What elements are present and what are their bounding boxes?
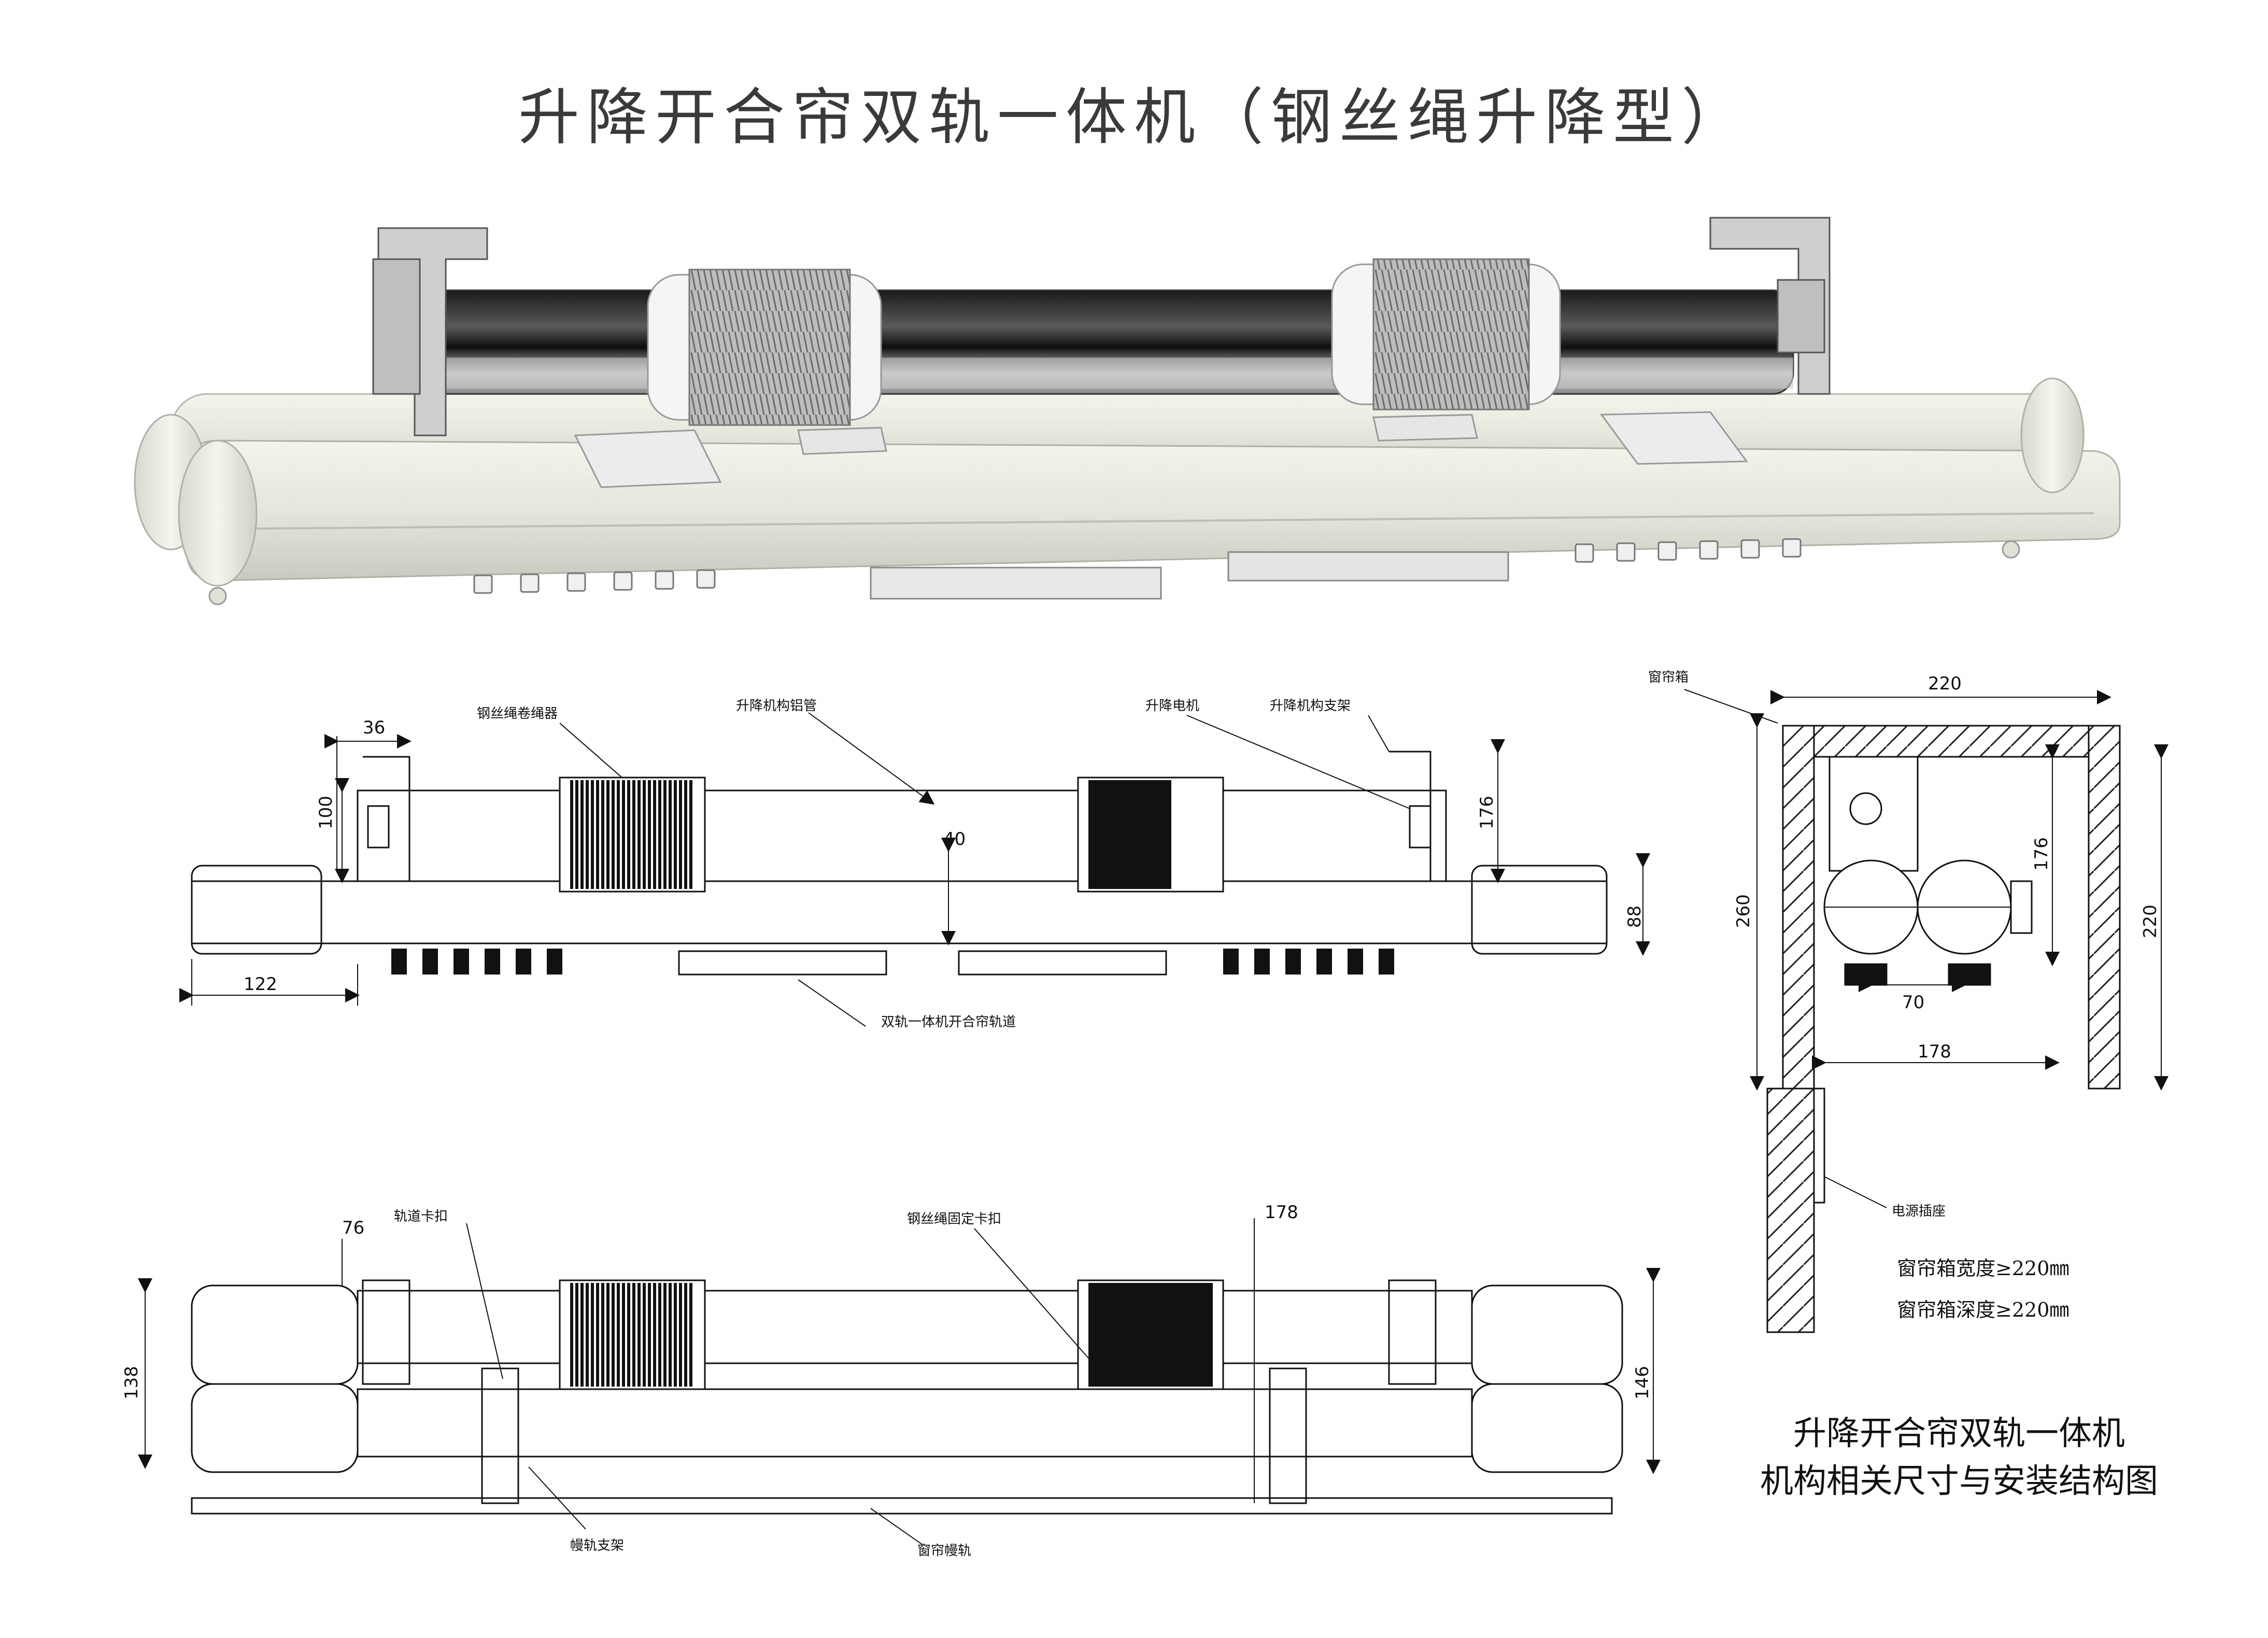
dim-88: 88 [1624, 906, 1645, 928]
runner-hooks-right [1575, 538, 1802, 563]
dim-176-side: 176 [2031, 837, 2052, 871]
label-curtain-box: 窗帘箱 [1648, 670, 1689, 685]
caption-line-2: 机构相关尺寸与安装结构图 [1760, 1462, 2158, 1501]
label-valance-bracket: 幔轨支架 [570, 1538, 624, 1554]
dim-178-top: 178 [1265, 1202, 1298, 1223]
side-section-labels: 窗帘箱 电源插座 窗帘箱宽度≥220㎜ 窗帘箱深度≥220㎜ [1648, 670, 2069, 1321]
dim-40: 40 [943, 829, 966, 850]
label-power-socket: 电源插座 [1892, 1204, 1946, 1219]
front-hooks-left [391, 949, 562, 975]
top-view [138, 1218, 1661, 1545]
side-section-dims: 220 260 176 220 70 178 [1733, 673, 2161, 1062]
label-lift-bracket: 升降机构支架 [1270, 698, 1351, 714]
dim-260: 260 [1733, 894, 1754, 928]
front-elevation [179, 712, 1650, 1027]
dim-178-side: 178 [1918, 1041, 1951, 1062]
top-view-labels: 轨道卡扣 钢丝绳固定卡扣 幔轨支架 窗帘幔轨 [394, 1209, 1001, 1559]
dim-220-right: 220 [2140, 905, 2161, 938]
dim-36: 36 [363, 717, 385, 738]
dim-70: 70 [1902, 992, 1924, 1013]
front-elevation-labels: 钢丝绳卷绳器 升降机构铝管 升降电机 升降机构支架 双轨一体机开合帘轨道 [477, 698, 1351, 1030]
dim-100: 100 [316, 796, 336, 829]
dim-176: 176 [1477, 796, 1497, 829]
top-view-dims: 76 178 138 146 [121, 1202, 1653, 1400]
dim-76: 76 [342, 1218, 364, 1238]
page-title: 升降开合帘双轨一体机（钢丝绳升降型） [518, 81, 1750, 153]
product-render [134, 217, 2121, 605]
label-track-clip: 轨道卡扣 [394, 1209, 448, 1224]
label-dual-track: 双轨一体机开合帘轨道 [881, 1014, 1016, 1030]
label-wire-winder: 钢丝绳卷绳器 [477, 706, 558, 722]
label-wire-clip: 钢丝绳固定卡扣 [907, 1211, 1001, 1227]
runner-hooks-left [473, 569, 716, 594]
dim-146: 146 [1632, 1366, 1653, 1400]
front-hooks-right [1223, 949, 1394, 975]
dim-122: 122 [244, 974, 277, 995]
side-section [1684, 689, 2168, 1333]
front-elevation-dims: 36 100 40 176 88 122 [244, 717, 1645, 995]
caption-line-1: 升降开合帘双轨一体机 [1793, 1415, 2125, 1453]
label-valance-track: 窗帘幔轨 [917, 1543, 971, 1559]
label-lift-tube: 升降机构铝管 [736, 698, 817, 714]
label-box-width: 窗帘箱宽度≥220㎜ [1897, 1257, 2069, 1280]
label-box-depth: 窗帘箱深度≥220㎜ [1897, 1298, 2069, 1321]
label-lift-motor: 升降电机 [1145, 698, 1199, 714]
dim-220-top: 220 [1928, 673, 1962, 694]
dim-138: 138 [121, 1366, 142, 1400]
